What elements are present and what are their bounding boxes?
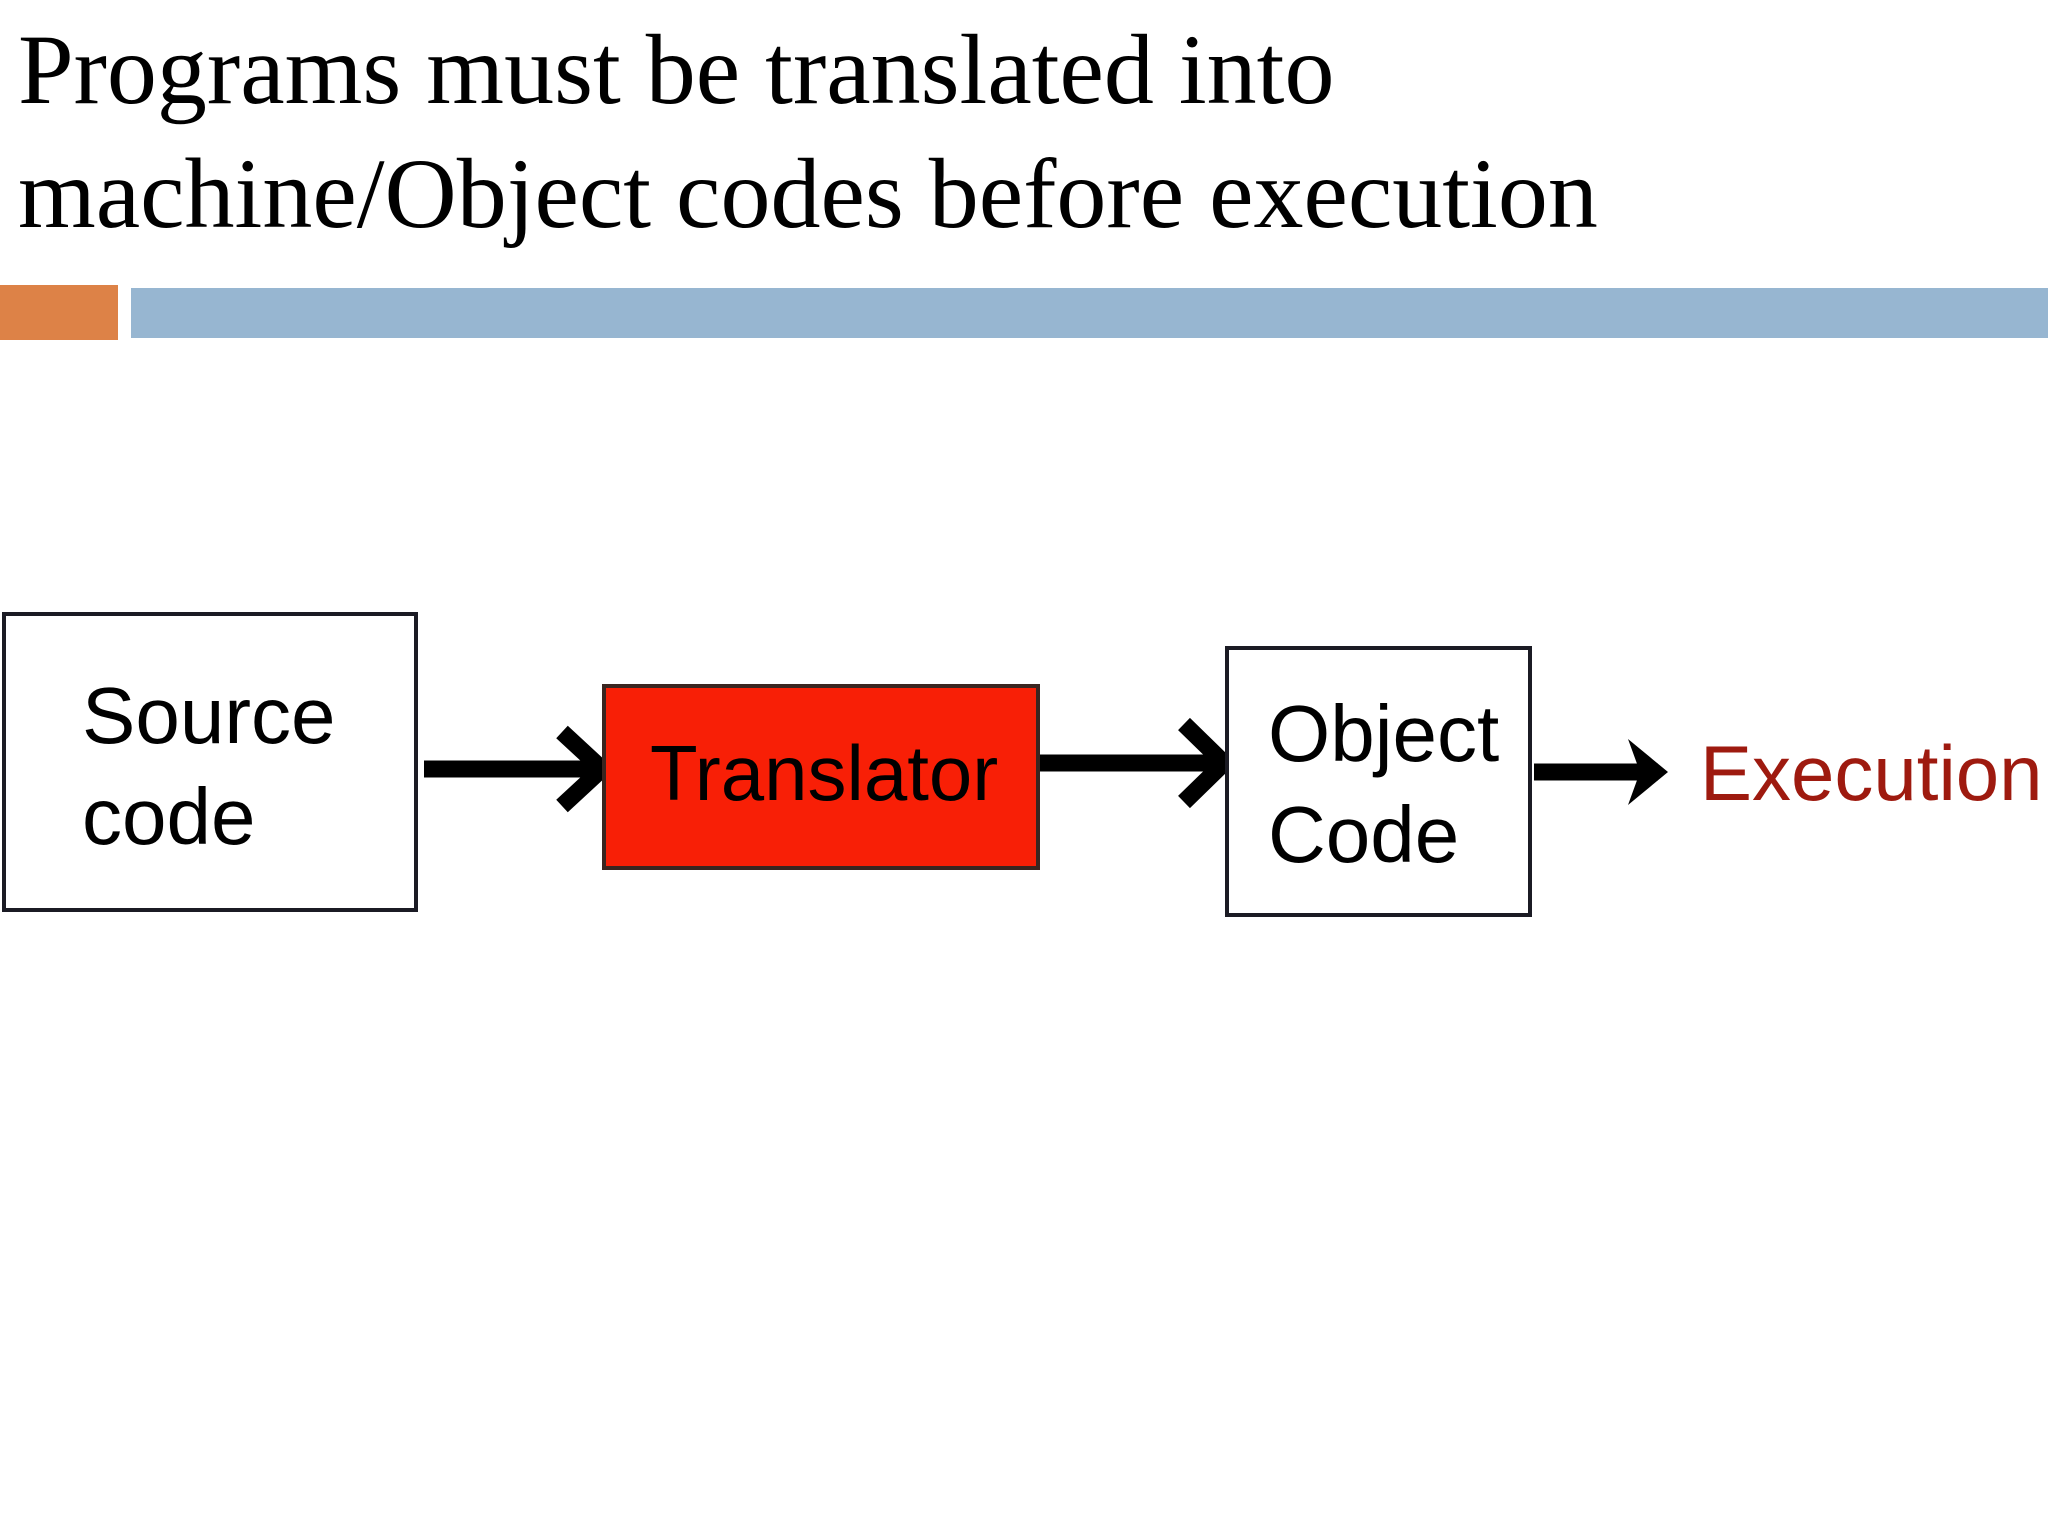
diagram-node-execution-label: Execution: [1700, 729, 2043, 817]
title-underline-bar: [131, 288, 2048, 338]
diagram-node-object-code-label: Object Code: [1268, 689, 1500, 879]
diagram-node-source-code[interactable]: Source code: [2, 612, 418, 912]
diagram-node-translator[interactable]: Translator: [602, 684, 1040, 870]
arrow-translator-to-object-code-icon: [1040, 717, 1237, 809]
diagram-node-source-code-label: Source code: [82, 671, 336, 861]
title-underline-accent-bar: [0, 285, 118, 340]
slide-title: Programs must be translated into machine…: [18, 14, 1598, 249]
diagram-node-object-code[interactable]: Object Code: [1225, 646, 1532, 917]
arrow-object-code-to-execution-icon: [1534, 739, 1668, 805]
diagram-node-translator-label: Translator: [650, 729, 999, 817]
arrow-source-to-translator-icon: [424, 725, 615, 813]
